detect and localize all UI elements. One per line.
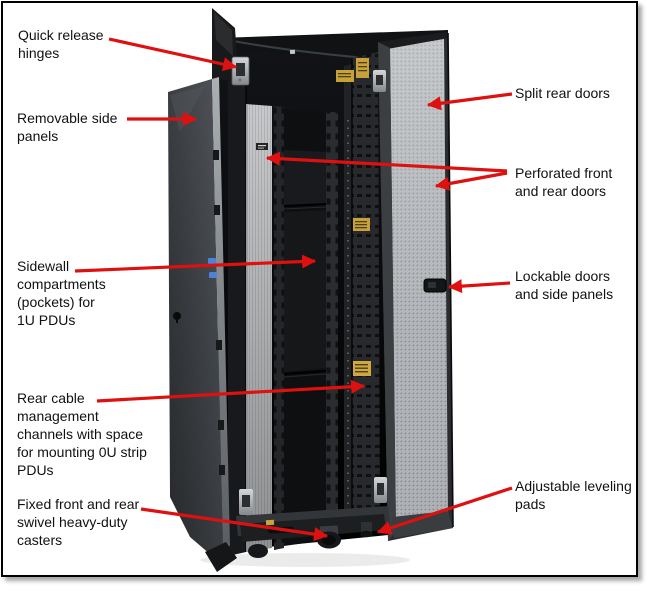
label-sidewall-compartments: Sidewall compartments (pockets) for 1U P…	[17, 258, 106, 328]
label-split-rear-doors: Split rear doors	[515, 85, 610, 101]
label-removable-side-panels: Removable side panels	[17, 110, 118, 144]
label-perforated-doors: Perforated front and rear doors	[515, 165, 613, 199]
label-heavy-duty-casters: Fixed front and rear swivel heavy-duty c…	[17, 496, 140, 548]
label-quick-release-hinges: Quick release hinges	[18, 27, 104, 61]
label-rear-cable-channels: Rear cable management channels with spac…	[17, 390, 147, 478]
label-lockable-doors-side-panels: Lockable doors and side panels	[515, 268, 614, 302]
label-adjustable-leveling-pads: Adjustable leveling pads	[515, 478, 632, 512]
